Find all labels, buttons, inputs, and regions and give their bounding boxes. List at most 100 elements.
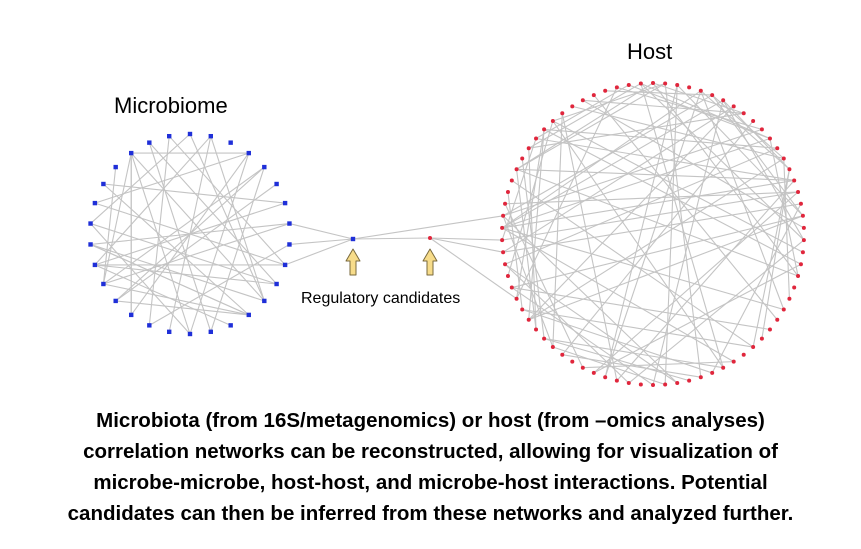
host-node — [796, 274, 801, 279]
host-edge — [552, 120, 804, 253]
host-edge — [501, 99, 724, 229]
microbe-node — [228, 323, 233, 328]
host-edge — [722, 100, 805, 241]
microbe-node — [208, 329, 213, 335]
host-edge — [711, 203, 802, 374]
host-edge — [504, 147, 778, 265]
host-edge — [516, 169, 537, 330]
host-edge — [628, 239, 805, 384]
up-arrow-icon — [345, 248, 361, 276]
host-label: Host — [627, 39, 673, 64]
host-node — [787, 296, 792, 301]
host-node — [741, 111, 746, 116]
host-edge — [528, 105, 735, 321]
host-node — [775, 317, 780, 322]
host-node — [710, 370, 715, 375]
host-edge — [593, 191, 799, 374]
host-node — [560, 111, 565, 116]
host-node — [698, 375, 703, 380]
host-edge — [501, 137, 771, 229]
host-edge — [640, 82, 771, 140]
host-edge — [511, 215, 804, 289]
host-node — [687, 378, 692, 383]
host-node — [751, 118, 756, 123]
host-node — [505, 189, 510, 194]
host-edge — [501, 227, 784, 311]
host-node — [591, 93, 596, 98]
host-edge — [616, 180, 795, 381]
microbe-node — [262, 164, 267, 170]
host-edge — [572, 105, 784, 160]
host-edge — [561, 113, 618, 381]
microbe-edge — [103, 223, 290, 285]
host-edge — [522, 308, 754, 348]
figure-caption: Microbiota (from 16S/metagenomics) or ho… — [20, 405, 841, 529]
microbe-edge — [130, 152, 191, 335]
microbe-node — [274, 281, 279, 287]
host-node — [731, 359, 736, 364]
microbiome-nodes — [88, 131, 292, 337]
host-edge — [502, 128, 763, 217]
host-edge — [511, 287, 654, 386]
host-node — [626, 381, 631, 386]
caption-line: Microbiota (from 16S/metagenomics) or ho… — [96, 409, 765, 432]
host-edge — [700, 90, 785, 310]
host-node — [767, 327, 772, 332]
microbe-edge — [102, 152, 132, 285]
host-edge — [516, 83, 666, 170]
host-node — [796, 189, 801, 194]
microbe-edge — [94, 264, 231, 326]
microbe-node — [187, 331, 193, 337]
host-edge — [505, 191, 799, 205]
host-node — [675, 82, 680, 87]
microbe-edge — [189, 133, 265, 302]
host-node — [741, 352, 746, 357]
caption-line: correlation networks can be reconstructe… — [83, 440, 778, 463]
host-edge — [528, 158, 785, 321]
host-node — [501, 213, 506, 218]
microbe-edge — [90, 133, 191, 224]
regulatory-candidates-label: Regulatory candidates — [301, 290, 461, 307]
regulatory-candidate-nodes — [350, 236, 432, 242]
host-edge — [535, 84, 630, 139]
host-candidate-node — [428, 236, 432, 240]
host-node — [798, 262, 803, 267]
microbe-edge — [94, 135, 212, 266]
host-node — [792, 178, 797, 183]
microbe-node — [274, 181, 279, 187]
host-node — [731, 104, 736, 109]
host-node — [580, 98, 585, 103]
microbe-edge — [90, 243, 250, 316]
host-edge — [511, 180, 754, 348]
host-edge — [604, 84, 678, 378]
bridge-edge — [289, 223, 354, 240]
host-node — [687, 85, 692, 90]
bridge-edges — [284, 215, 517, 300]
microbe-edge — [210, 136, 265, 302]
host-node — [505, 274, 510, 279]
host-node — [675, 381, 680, 386]
microbe-node — [287, 221, 292, 226]
host-node — [603, 88, 608, 93]
host-node — [798, 201, 803, 206]
host-node — [801, 225, 806, 230]
host-node — [663, 81, 668, 86]
bridge-edge — [289, 238, 354, 246]
host-node — [781, 307, 786, 312]
microbe-node — [101, 281, 106, 287]
host-node — [787, 167, 792, 172]
host-node — [514, 296, 519, 301]
host-node — [759, 127, 764, 132]
microbe-node — [129, 312, 134, 318]
host-node — [721, 365, 726, 370]
host-node — [651, 81, 655, 85]
microbe-edge — [103, 183, 250, 316]
bridge-edge — [429, 237, 517, 300]
host-edge — [711, 94, 804, 217]
microbiome-edges — [90, 133, 290, 335]
host-node — [603, 375, 608, 380]
host-edge — [502, 215, 678, 384]
host-edge — [516, 168, 799, 277]
host-edge — [516, 82, 654, 170]
